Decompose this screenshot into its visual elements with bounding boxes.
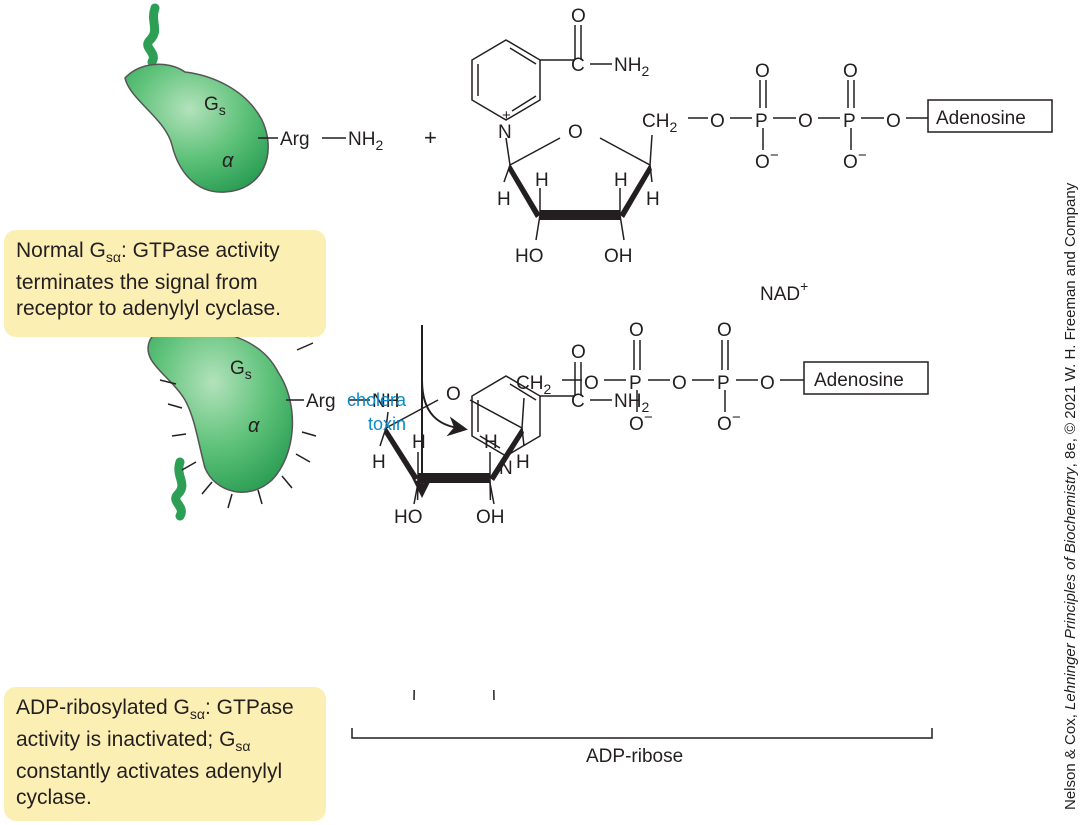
svg-text:H: H (646, 189, 660, 210)
svg-text:C: C (571, 391, 585, 412)
mask (405, 500, 505, 690)
svg-text:HO: HO (394, 507, 423, 528)
svg-text:O: O (760, 373, 775, 394)
svg-text:H: H (372, 452, 386, 473)
svg-text:P: P (629, 373, 642, 394)
svg-text:Gs: Gs (230, 358, 252, 382)
svg-text:NH2: NH2 (614, 391, 649, 415)
svg-text:CH2: CH2 (516, 373, 551, 397)
svg-text:α: α (248, 415, 260, 437)
svg-text:O: O (672, 373, 687, 394)
svg-text:Gs: Gs (204, 94, 226, 118)
svg-text:N: N (498, 122, 512, 143)
note-normal-gs-alpha: Normal Gsα: GTPase activity terminates t… (4, 230, 326, 337)
svg-text:O: O (717, 414, 732, 435)
svg-text:C: C (571, 55, 585, 76)
plus-sign: + (424, 125, 437, 150)
svg-text:H: H (535, 170, 549, 191)
svg-text:P: P (755, 111, 768, 132)
svg-text:−: − (732, 409, 741, 426)
svg-text:α: α (222, 150, 234, 172)
svg-text:Arg: Arg (306, 391, 336, 412)
nad-molecule (471, 25, 1053, 241)
svg-text:NH2: NH2 (614, 55, 649, 79)
svg-text:Adenosine: Adenosine (936, 108, 1026, 129)
note-ribosylated-gs-alpha: ADP-ribosylated Gsα: GTPase activity is … (4, 687, 326, 821)
svg-text:−: − (858, 147, 867, 164)
svg-text:H: H (614, 170, 628, 191)
svg-text:OH: OH (604, 246, 633, 267)
svg-text:CH2: CH2 (642, 111, 677, 135)
nad-labels: O C NH2 N + O CH2 O P O O − O P O O − O … (497, 6, 1026, 305)
svg-text:O: O (629, 320, 644, 341)
copyright-credit: Nelson & Cox, Lehninger Principles of Bi… (1062, 182, 1079, 810)
svg-text:OH: OH (476, 507, 505, 528)
svg-text:O: O (717, 320, 732, 341)
svg-text:H: H (484, 432, 498, 453)
nicotinamide-labels: O C NH2 N (499, 342, 649, 479)
svg-text:O: O (710, 111, 725, 132)
svg-text:O: O (568, 122, 583, 143)
svg-text:NH2: NH2 (348, 129, 383, 153)
ribosylated-gs-alpha-protein: Gs α Arg NH (147, 311, 399, 521)
svg-text:O: O (755, 61, 770, 82)
svg-text:P: P (843, 111, 856, 132)
svg-text:O: O (446, 384, 461, 405)
svg-text:O: O (584, 373, 599, 394)
adp-ribose-labels: O CH2 O P O O − O P O O − O Adenosine H … (372, 320, 904, 767)
svg-text:O: O (629, 414, 644, 435)
svg-text:P: P (717, 373, 730, 394)
svg-text:HO: HO (515, 246, 544, 267)
svg-text:−: − (644, 409, 653, 426)
svg-text:O: O (755, 152, 770, 173)
svg-text:O: O (843, 61, 858, 82)
normal-gs-alpha-protein: Gs α Arg NH2 (124, 3, 383, 193)
svg-text:Arg: Arg (280, 129, 310, 150)
reaction-arrow (412, 325, 468, 498)
svg-text:NAD+: NAD+ (760, 278, 808, 305)
svg-text:H: H (516, 452, 530, 473)
svg-text:O: O (571, 6, 586, 27)
enzyme-label: cholera toxin (346, 390, 406, 434)
svg-text:Adenosine: Adenosine (814, 370, 904, 391)
adp-ribose-hydroxyl-bonds (413, 482, 495, 505)
svg-text:H: H (412, 432, 426, 453)
svg-text:−: − (770, 147, 779, 164)
svg-text:NH: NH (372, 391, 399, 412)
svg-text:O: O (571, 342, 586, 363)
svg-text:O: O (886, 111, 901, 132)
svg-text:O: O (798, 111, 813, 132)
svg-text:ADP-ribose: ADP-ribose (586, 746, 683, 767)
svg-text:+: + (502, 107, 511, 124)
svg-text:H: H (497, 189, 511, 210)
svg-text:O: O (843, 152, 858, 173)
